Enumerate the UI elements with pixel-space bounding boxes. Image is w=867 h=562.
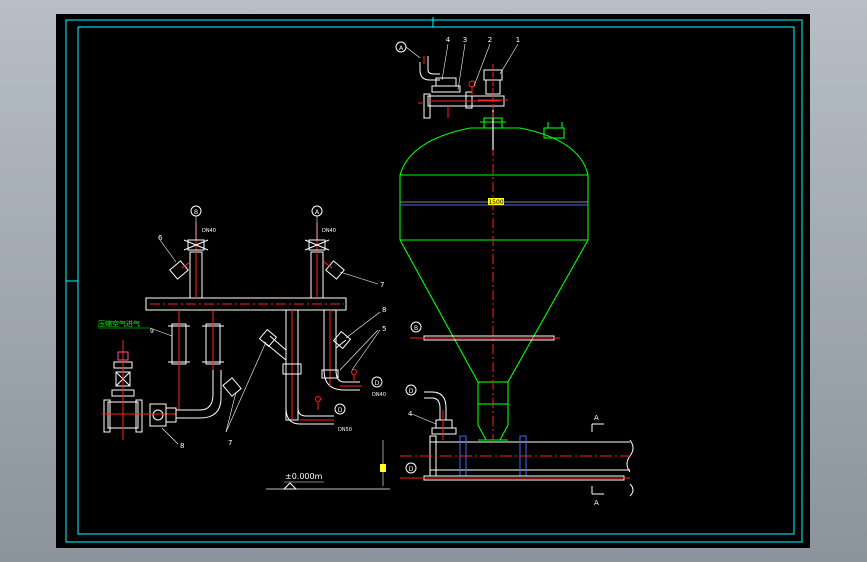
part-no-8: 8 xyxy=(382,306,386,314)
balloon-left-header[interactable]: B xyxy=(190,205,202,240)
leader-7-bottom-a xyxy=(225,341,267,433)
part-no-3: 3 xyxy=(463,36,467,44)
part-no-7-bottom: 7 xyxy=(228,439,232,447)
balloon-bottom-inlet[interactable]: D xyxy=(405,384,417,396)
balloon-mid-header[interactable]: A xyxy=(311,205,323,240)
compressed-air-label: 压缩空气进气 xyxy=(98,319,140,328)
leader-8 xyxy=(345,311,381,339)
outlet-tag-2: DN50 xyxy=(338,427,352,433)
leader-5a xyxy=(339,329,379,371)
top-part-leaders xyxy=(441,43,519,91)
valve-tag-mid: DN40 xyxy=(322,228,336,234)
svg-text:A: A xyxy=(399,45,404,52)
angle-valve-mid xyxy=(323,260,345,280)
section-mark-bottom: A xyxy=(591,486,604,507)
leader-10 xyxy=(161,427,179,445)
outlet-tag-1: DN40 xyxy=(372,392,386,398)
dim-width-text: 1500 xyxy=(488,199,503,206)
leader-6 xyxy=(159,239,177,263)
valve-tag-left: DN40 xyxy=(202,228,216,234)
balloon-outlet-2[interactable]: D xyxy=(334,403,346,415)
fill-pipe: B xyxy=(410,321,560,341)
angle-valve-left xyxy=(169,260,191,280)
part-no-4-top: 4 xyxy=(446,36,451,44)
leader-7-top xyxy=(339,271,379,285)
dim-text-bg xyxy=(488,198,504,205)
balloon-main-line[interactable]: D xyxy=(405,462,417,474)
section-mark-top: A xyxy=(591,414,604,432)
svg-text:B: B xyxy=(194,209,198,216)
part-no-2: 2 xyxy=(488,36,492,44)
leader-9 xyxy=(149,327,173,337)
svg-text:D: D xyxy=(409,388,414,395)
part-no-1: 1 xyxy=(516,36,520,44)
svg-text:D: D xyxy=(375,380,380,387)
part-no-10: 8 xyxy=(180,442,184,450)
balloon-outlet-1[interactable]: D xyxy=(371,376,383,388)
drop-pipes xyxy=(168,309,362,425)
leader-7-bottom-b xyxy=(225,391,237,433)
part-no-5: 5 xyxy=(382,325,386,333)
svg-text:A: A xyxy=(594,414,599,422)
header-pipe xyxy=(145,297,347,311)
part-no-7-top: 7 xyxy=(380,281,384,289)
branch-valves xyxy=(315,369,357,410)
leader-4-bottom xyxy=(411,413,437,425)
part-no-9: 9 xyxy=(150,328,154,335)
air-inlet-assembly xyxy=(102,340,177,440)
drawing-sheet xyxy=(56,14,810,548)
part-no-6: 6 xyxy=(158,234,163,242)
part-no-4-bottom: 4 xyxy=(408,410,413,418)
svg-text:A: A xyxy=(315,209,320,216)
svg-text:D: D xyxy=(338,407,343,414)
elevation-text: ±0.000m xyxy=(285,472,323,481)
leader-5b xyxy=(351,329,381,371)
elevation-reference: ±0.000m xyxy=(266,472,390,490)
top-valve-assembly xyxy=(418,56,508,119)
svg-text:A: A xyxy=(594,499,599,507)
svg-text:B: B xyxy=(414,325,418,332)
riser-mid xyxy=(304,222,330,299)
balloon-top-left[interactable]: A xyxy=(395,41,421,59)
svg-text:D: D xyxy=(409,466,414,473)
bottom-inlet xyxy=(424,391,457,440)
